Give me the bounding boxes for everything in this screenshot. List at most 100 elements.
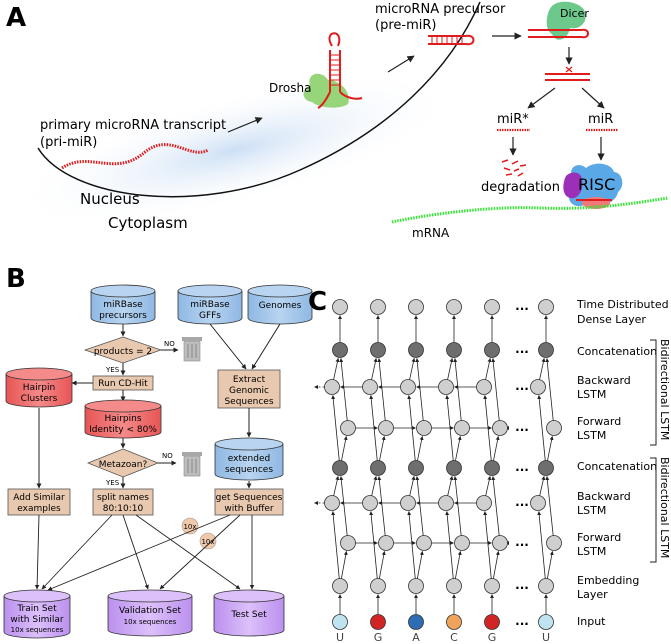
network-edges [314,315,554,615]
layer-label-forward-1: Forward [577,415,621,428]
network-arrow [339,476,348,536]
db-mirbase-gffs: miRBase GFFs [177,284,243,325]
arrow-pri-to-drosha [227,117,263,133]
ellipsis-input: ... [515,614,529,628]
network-node-fwd1 [378,420,394,436]
output-arrows [34,514,255,591]
network-node-back1 [438,379,454,395]
network-arrow [415,358,424,421]
trash-icon [182,337,202,362]
network-node-input [484,614,500,630]
input-letter: U [542,631,550,644]
network-node-dense [408,299,424,315]
layer-label-layer: Layer [577,588,608,601]
svg-text:Genomic: Genomic [229,386,269,396]
svg-text:products = 2: products = 2 [94,347,152,357]
layer-label-lstm-4: LSTM [577,545,606,558]
layer-label-backward-2: Backward [577,490,631,503]
network-arrow [493,435,500,461]
svg-text:10x: 10x [183,523,196,531]
network-node-emb [484,578,500,594]
process-split-names: split names 80:10:10 [92,488,154,516]
risc-label: RISC [578,175,615,194]
db-validation-set: Validation Set 10x sequences [107,589,193,637]
network-arrow [371,475,378,496]
ellipsis-back1: ... [515,379,529,393]
nucleus-label: Nucleus [80,190,140,208]
network-node-concat1 [538,342,554,358]
network-node-back2 [530,495,546,511]
network-node-concat1 [370,342,386,358]
network-node-fwd1 [492,420,508,436]
network-arrow [485,475,492,496]
network-arrow [492,550,500,579]
network-node-concat2 [538,460,554,476]
network-node-emb [446,578,462,594]
pri-mir-strand [61,143,209,170]
db-hairpins-identity: Hairpins Identity < 80% [84,399,162,439]
network-node-back1 [476,379,492,395]
layer-label-input: Input [577,615,606,628]
no-label-2: NO [162,452,173,460]
ellipsis-concat1: ... [515,342,529,356]
process-add-similar: Add Similar examples [7,488,71,516]
decision-products: products = 2 [83,336,163,364]
arrow-genomes-extract [251,323,281,370]
process-extract-genomic: Extract Genomic Sequences [217,369,281,409]
ellipsis-back2: ... [515,495,529,509]
db-mirbase-precursors: miRBase precursors [90,284,156,325]
layer-label-embedding: Embedding [577,574,639,587]
db-test-set: Test Set [213,589,285,637]
network-node-emb [538,578,554,594]
network-arrow [333,357,340,380]
network-node-input [332,614,348,630]
svg-text:Train Set: Train Set [16,604,57,614]
svg-text:Genomes: Genomes [259,301,302,311]
svg-text:Test Set: Test Set [230,610,267,620]
network-arrow [371,357,378,380]
ellipsis-concat2: ... [515,460,529,474]
db-extended-sequences: extended sequences [214,437,284,481]
network-node-input [446,614,462,630]
network-arrow [547,435,554,461]
network-arrow [409,357,416,380]
layer-label-forward-2: Forward [577,531,621,544]
svg-text:10x sequences: 10x sequences [124,618,177,626]
network-arrow [378,550,386,579]
input-letter: G [374,631,383,644]
svg-text:Validation Set: Validation Set [119,606,182,616]
cytoplasm-label: Cytoplasm [108,214,188,232]
network-arrow [453,358,462,421]
drosha-complex [303,32,363,109]
network-arrow [455,435,462,461]
network-arrow [331,511,340,579]
layer-label-time-distributed: Time Distributed [576,298,669,311]
panel-a: A primary microRNA transcript (pri-miR) [6,1,669,240]
svg-text:Extract: Extract [233,375,266,385]
network-arrow [379,435,386,461]
network-node-back2 [438,495,454,511]
drosha-label: Drosha [269,81,311,95]
network-node-fwd1 [416,420,432,436]
network-arrow [369,511,378,579]
network-arrow [341,435,348,461]
mrna-label: mRNA [412,226,450,240]
network-node-input [370,614,386,630]
network-node-dense [332,299,348,315]
arrow-drosha-to-pre [387,55,415,73]
svg-text:10x sequences: 10x sequences [11,626,64,634]
svg-text:80:10:10: 80:10:10 [103,504,144,514]
panel-b-label: B [6,264,26,294]
nucleus-glow [11,72,459,228]
svg-text:Run CD-Hit: Run CD-Hit [98,379,148,389]
db-train-set: Train Set with Similar 10x sequences [3,589,71,639]
svg-text:precursors: precursors [99,311,147,321]
network-arrow [417,435,424,461]
network-arrow [454,550,462,579]
yes-label-2: YES [105,479,120,487]
network-node-fwd2 [340,535,356,551]
network-node-emb [408,578,424,594]
yes-label-1: YES [105,366,120,374]
layer-label-lstm-1: LSTM [577,388,606,401]
